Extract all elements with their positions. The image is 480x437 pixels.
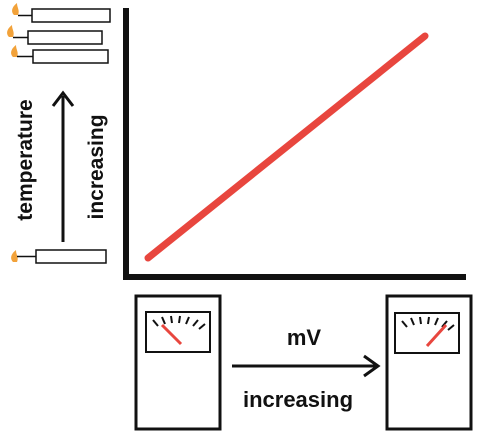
mv-label: mV [287, 325, 322, 350]
trend-line [144, 32, 429, 262]
millivoltmeter-icon-high [385, 294, 473, 431]
temperature-label: temperature [14, 99, 37, 220]
candle-icon [11, 45, 109, 64]
plot-axes [123, 8, 466, 280]
voltage-arrow [232, 354, 381, 378]
candle-icon-stack [7, 3, 111, 264]
meter-scale-ticks [401, 316, 455, 331]
meter-scale-ticks [152, 315, 206, 330]
increasing-horizontal-label: increasing [243, 387, 353, 412]
candle-icon [7, 25, 103, 45]
candle-icon [12, 3, 111, 23]
increasing-vertical-label: increasing [85, 114, 108, 219]
meter-needle-high [425, 323, 448, 348]
candle-icon [11, 249, 107, 264]
temperature-arrow [51, 90, 75, 242]
millivoltmeter-icon-low [134, 294, 222, 431]
meter-needle-low [160, 323, 183, 346]
